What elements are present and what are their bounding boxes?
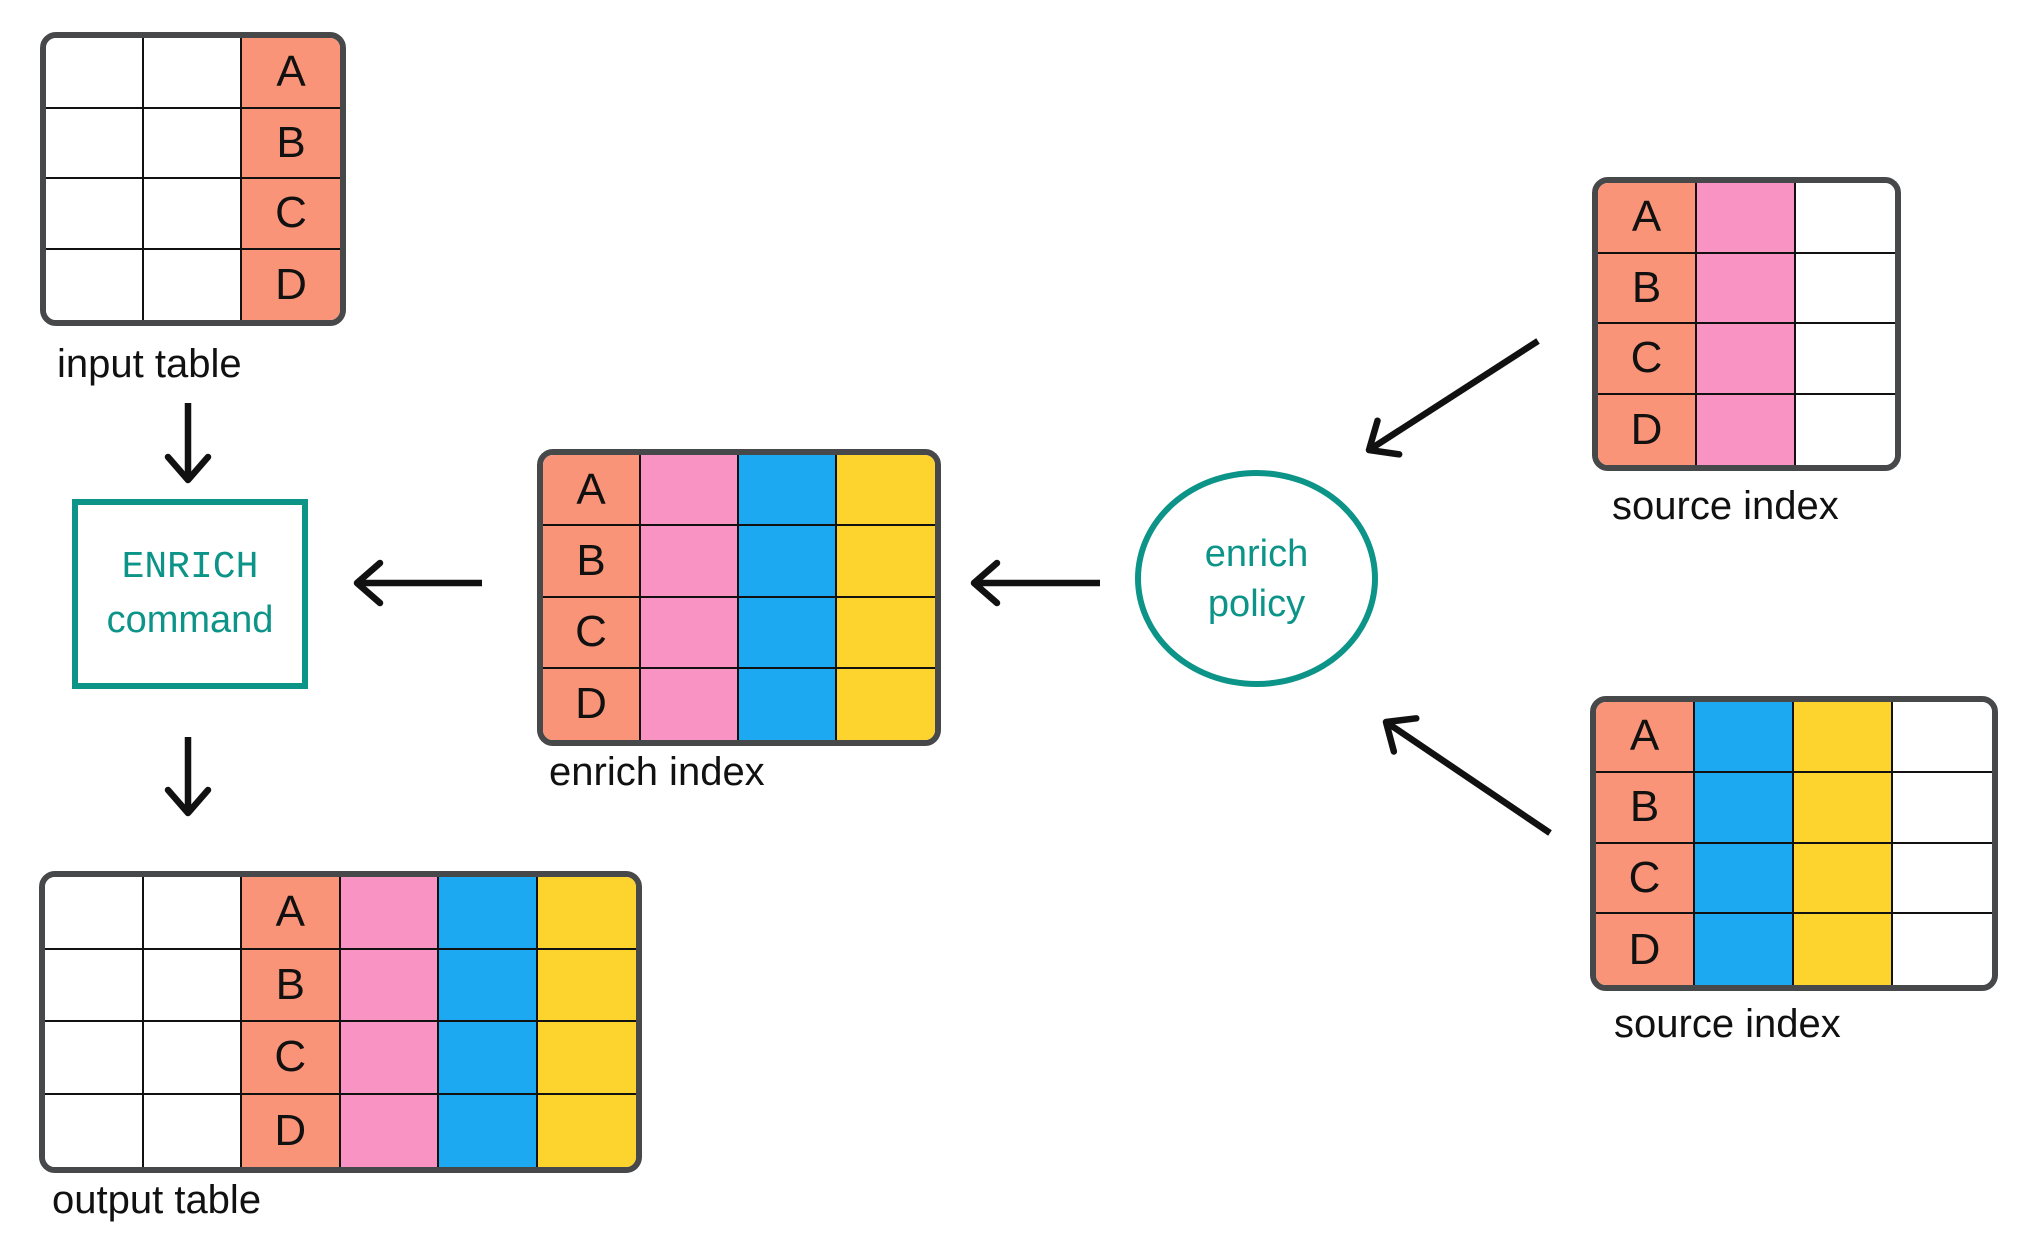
table-cell bbox=[46, 179, 144, 250]
table-cell bbox=[837, 597, 935, 669]
table-cell bbox=[1695, 702, 1794, 773]
table-cell bbox=[837, 526, 935, 598]
table-cell bbox=[46, 38, 144, 109]
enrich-command-word: command bbox=[106, 599, 274, 641]
arrow-source-bottom-to-policy bbox=[1382, 715, 1552, 836]
table-cell bbox=[45, 1022, 144, 1095]
table-key-cell: C bbox=[543, 597, 641, 669]
table-cell bbox=[1796, 324, 1895, 395]
enrich-index-label: enrich index bbox=[549, 750, 765, 794]
input-table-label: input table bbox=[57, 342, 242, 386]
table-cell bbox=[143, 1094, 242, 1167]
table-cell bbox=[739, 597, 837, 669]
table-cell bbox=[1794, 843, 1893, 915]
table-cell bbox=[1893, 772, 1992, 844]
table-key-cell: C bbox=[242, 1022, 341, 1095]
table-cell bbox=[537, 949, 636, 1022]
table-cell bbox=[1794, 914, 1893, 985]
table-cell bbox=[340, 949, 439, 1022]
table-key-cell: A bbox=[543, 455, 641, 527]
table-cell bbox=[46, 108, 144, 179]
table-cell bbox=[837, 668, 935, 740]
table-cell bbox=[641, 526, 739, 598]
table-cell bbox=[340, 1022, 439, 1095]
table-key-cell: B bbox=[543, 526, 641, 598]
table-key-cell: C bbox=[242, 179, 340, 250]
table-cell bbox=[1697, 183, 1796, 254]
arrow-source-top-to-policy bbox=[1365, 338, 1540, 458]
table-cell bbox=[439, 877, 538, 950]
table-cell bbox=[641, 668, 739, 740]
table-cell bbox=[1697, 324, 1796, 395]
table-key-cell: D bbox=[1598, 394, 1697, 465]
table-key-cell: A bbox=[242, 877, 341, 950]
table-cell bbox=[144, 38, 242, 109]
table-cell bbox=[45, 877, 144, 950]
enrich-command-keyword: ENRICH bbox=[121, 546, 259, 589]
table-cell bbox=[1796, 253, 1895, 324]
table-cell bbox=[739, 455, 837, 527]
table-key-cell: C bbox=[1596, 843, 1695, 915]
table-cell bbox=[143, 949, 242, 1022]
table-cell bbox=[45, 949, 144, 1022]
table-cell bbox=[537, 877, 636, 950]
table-cell bbox=[144, 179, 242, 250]
table-key-cell: B bbox=[242, 108, 340, 179]
table-key-cell: D bbox=[1596, 914, 1695, 985]
table-cell bbox=[1695, 914, 1794, 985]
table-cell bbox=[1796, 183, 1895, 254]
table-key-cell: B bbox=[1598, 253, 1697, 324]
table-cell bbox=[1893, 914, 1992, 985]
table-cell bbox=[143, 877, 242, 950]
table-cell bbox=[1695, 843, 1794, 915]
table-cell bbox=[1796, 394, 1895, 465]
table-key-cell: A bbox=[1598, 183, 1697, 254]
table-key-cell: D bbox=[242, 249, 340, 320]
table-cell bbox=[144, 108, 242, 179]
table-cell bbox=[537, 1094, 636, 1167]
table-cell bbox=[1695, 772, 1794, 844]
table-cell bbox=[739, 526, 837, 598]
table-cell bbox=[46, 249, 144, 320]
table-cell bbox=[144, 249, 242, 320]
source-index-bottom-label: source index bbox=[1614, 1002, 1841, 1046]
table-cell bbox=[340, 877, 439, 950]
table-key-cell: B bbox=[242, 949, 341, 1022]
table-cell bbox=[439, 1022, 538, 1095]
table-cell bbox=[537, 1022, 636, 1095]
table-key-cell: C bbox=[1598, 324, 1697, 395]
table-cell bbox=[439, 949, 538, 1022]
table-cell bbox=[1697, 253, 1796, 324]
table-cell bbox=[439, 1094, 538, 1167]
table-cell bbox=[45, 1094, 144, 1167]
table-cell bbox=[837, 455, 935, 527]
table-key-cell: B bbox=[1596, 772, 1695, 844]
table-key-cell: A bbox=[1596, 702, 1695, 773]
table-key-cell: D bbox=[242, 1094, 341, 1167]
table-cell bbox=[1893, 702, 1992, 773]
table-cell bbox=[641, 455, 739, 527]
enrich-policy-word2: policy bbox=[1207, 582, 1306, 625]
table-cell bbox=[1697, 394, 1796, 465]
table-key-cell: A bbox=[242, 38, 340, 109]
enrich-policy-circle: enrich policy bbox=[1135, 470, 1378, 687]
table-cell bbox=[1794, 772, 1893, 844]
source-index-top-label: source index bbox=[1612, 484, 1839, 528]
output-table-label: output table bbox=[52, 1178, 262, 1222]
table-cell bbox=[340, 1094, 439, 1167]
table-key-cell: D bbox=[543, 668, 641, 740]
table-cell bbox=[641, 597, 739, 669]
table-cell bbox=[143, 1022, 242, 1095]
table-cell bbox=[1794, 702, 1893, 773]
table-cell bbox=[739, 668, 837, 740]
enrich-command-box: ENRICH command bbox=[72, 499, 308, 689]
enrich-policy-word1: enrich bbox=[1204, 532, 1309, 575]
table-cell bbox=[1893, 843, 1992, 915]
